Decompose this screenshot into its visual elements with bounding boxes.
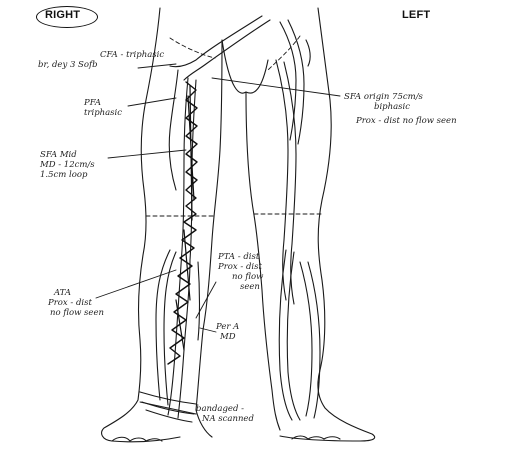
annotation-sfa-origin-line3: Prox - dist no flow seen	[356, 116, 457, 126]
annotation-ata-line1: ATA	[48, 288, 104, 298]
left-side-label: LEFT	[402, 9, 430, 21]
annotation-sfa-mid-line3: 1.5cm loop	[40, 170, 95, 180]
annotation-bandaged-line1: bandaged -	[196, 404, 254, 414]
right-leg-vessels	[140, 16, 270, 422]
annotation-bandaged: bandaged - NA scanned	[196, 404, 254, 424]
right-side-label: RIGHT	[45, 9, 80, 21]
annotation-sfa-mid-line1: SFA Mid	[40, 150, 95, 160]
annotation-pta: PTA - dist Prox - dist no flow seen	[218, 252, 263, 292]
annotation-ata-line3: no flow seen	[48, 308, 104, 318]
annotation-pera: Per A MD	[216, 322, 239, 342]
annotation-ata: ATA Prox - dist no flow seen	[48, 288, 104, 318]
annotation-sfa-origin-line2: biphasic	[344, 102, 457, 112]
annotation-pta-line3: no flow	[218, 272, 263, 282]
annotation-sfa-origin: SFA origin 75cm/s biphasic Prox - dist n…	[344, 92, 457, 126]
pointer-lines	[96, 64, 340, 414]
annotation-pta-line1: PTA - dist	[218, 252, 263, 262]
annotation-pfa: PFA triphasic	[84, 98, 122, 118]
annotation-pfa-line1: PFA	[84, 98, 122, 108]
annotation-pta-line2: Prox - dist	[218, 262, 263, 272]
annotation-cfa-line2: br, dey 3 Sofb	[38, 60, 164, 70]
annotation-pfa-line2: triphasic	[84, 108, 122, 118]
annotation-pta-line4: seen	[218, 282, 263, 292]
annotation-sfa-origin-line1: SFA origin 75cm/s	[344, 92, 457, 102]
annotation-pera-line2: MD	[216, 332, 239, 342]
left-leg-vessels	[276, 20, 320, 420]
annotation-cfa: CFA - triphasic br, dey 3 Sofb	[88, 50, 164, 70]
annotation-bandaged-line2: NA scanned	[196, 414, 254, 424]
annotation-sfa-mid: SFA Mid MD - 12cm/s 1.5cm loop	[40, 150, 95, 180]
annotation-cfa-line1: CFA - triphasic	[88, 50, 164, 60]
annotation-ata-line2: Prox - dist	[48, 298, 104, 308]
annotation-pera-line1: Per A	[216, 322, 239, 332]
legs-outline	[102, 8, 375, 442]
annotation-sfa-mid-line2: MD - 12cm/s	[40, 160, 95, 170]
